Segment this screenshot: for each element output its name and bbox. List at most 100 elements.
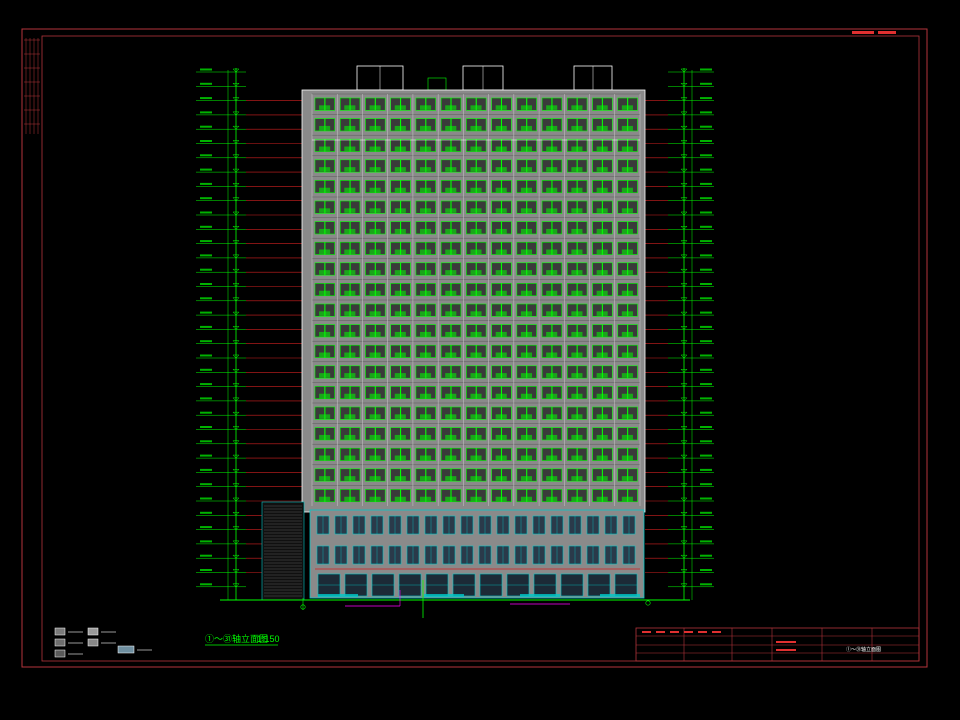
tower-window [526, 159, 537, 173]
tower-window [350, 468, 361, 482]
window-sill-mark [445, 373, 457, 378]
tower-window [627, 303, 638, 317]
level-value-mark [700, 440, 712, 443]
window-sill-mark [344, 414, 356, 419]
window-sill-mark [419, 187, 432, 193]
tower-window [314, 241, 325, 255]
tower-window [602, 468, 613, 482]
level-value-mark [200, 511, 212, 514]
tower-window [491, 406, 502, 420]
level-value-mark [200, 154, 212, 157]
tower-window [314, 386, 325, 400]
tower-window [466, 386, 477, 400]
window-sill-mark [546, 167, 558, 172]
tower-window [617, 324, 628, 338]
tower-window [440, 468, 452, 482]
tower-window [476, 468, 487, 482]
window-sill-mark [319, 187, 331, 193]
level-triangle-icon [232, 240, 240, 244]
tower-window [526, 283, 537, 297]
window-sill-mark [344, 167, 356, 172]
view-title: ①～㉛轴立面图 1:150 [205, 633, 280, 646]
tower-window [516, 447, 527, 461]
tower-window [592, 262, 603, 276]
level-value-mark [200, 225, 212, 228]
tower-window [324, 447, 336, 461]
tower-window [476, 489, 487, 503]
level-value-mark [200, 340, 212, 343]
tower-window [551, 138, 563, 152]
tower-window [592, 344, 603, 358]
window-sill-mark [419, 208, 432, 213]
window-sill-mark [344, 331, 356, 337]
tower-window [339, 344, 351, 358]
window-sill-mark [419, 476, 432, 481]
window-sill-mark [344, 105, 356, 110]
tower-window [450, 386, 462, 400]
window-sill-mark [344, 434, 356, 440]
window-sill-mark [470, 476, 482, 481]
level-triangle-icon [680, 411, 688, 416]
tower-window [390, 365, 401, 379]
tower-window [400, 241, 411, 255]
tower-window [627, 221, 638, 235]
level-value-mark [200, 182, 212, 185]
tower-window [450, 97, 462, 111]
tower-window [551, 118, 563, 132]
podium-windows [316, 515, 640, 597]
window-sill-mark [319, 228, 331, 234]
tower-window [314, 200, 325, 214]
window-sill-mark [419, 434, 432, 440]
window-sill-mark [596, 146, 608, 152]
tower-window [415, 344, 426, 358]
window-sill-mark [520, 496, 533, 502]
window-sill-mark [520, 228, 533, 234]
window-sill-mark [470, 146, 482, 152]
tower-window [501, 283, 512, 297]
level-triangle-icon [680, 125, 688, 130]
window-sill-mark [319, 373, 331, 378]
level-triangle-icon [232, 183, 240, 187]
window-sill-mark [470, 249, 482, 255]
tower-window [450, 118, 462, 132]
window-sill-mark [546, 414, 558, 419]
tower-window [375, 159, 386, 173]
window-sill-mark [445, 270, 457, 275]
window-sill-mark [445, 208, 457, 213]
window-sill-mark [546, 476, 558, 481]
tower-window [567, 138, 578, 152]
window-sill-mark [394, 249, 406, 255]
tower-window [627, 406, 638, 420]
tower-window [541, 97, 552, 111]
tower-window [314, 344, 325, 358]
window-sill-mark [319, 167, 331, 172]
tower-window [314, 221, 325, 235]
level-triangle-icon [232, 326, 240, 330]
tower-window [390, 303, 401, 317]
level-value-mark [700, 168, 712, 171]
level-triangle-icon [232, 111, 240, 116]
tower-window [617, 180, 628, 194]
tower-window [390, 489, 401, 503]
tower-window [339, 303, 351, 317]
finish-swatch-6-icon [117, 645, 135, 654]
tower-window [365, 221, 376, 235]
tower-window [466, 138, 477, 152]
window-sill-mark [571, 311, 583, 316]
window-sill-mark [394, 228, 406, 234]
window-sill-mark [546, 105, 558, 110]
tower-window [567, 283, 578, 297]
tower-window [314, 118, 325, 132]
tower-window [526, 241, 537, 255]
tower-window [602, 118, 613, 132]
level-value-mark [200, 325, 212, 328]
tower-window [476, 344, 487, 358]
tower-window [375, 303, 386, 317]
tower-window [516, 427, 527, 441]
tower-window [339, 468, 351, 482]
tower-window [450, 406, 462, 420]
level-value-mark [200, 411, 212, 414]
tower-window [466, 241, 477, 255]
level-value-mark [200, 383, 212, 386]
tower-window [491, 283, 502, 297]
